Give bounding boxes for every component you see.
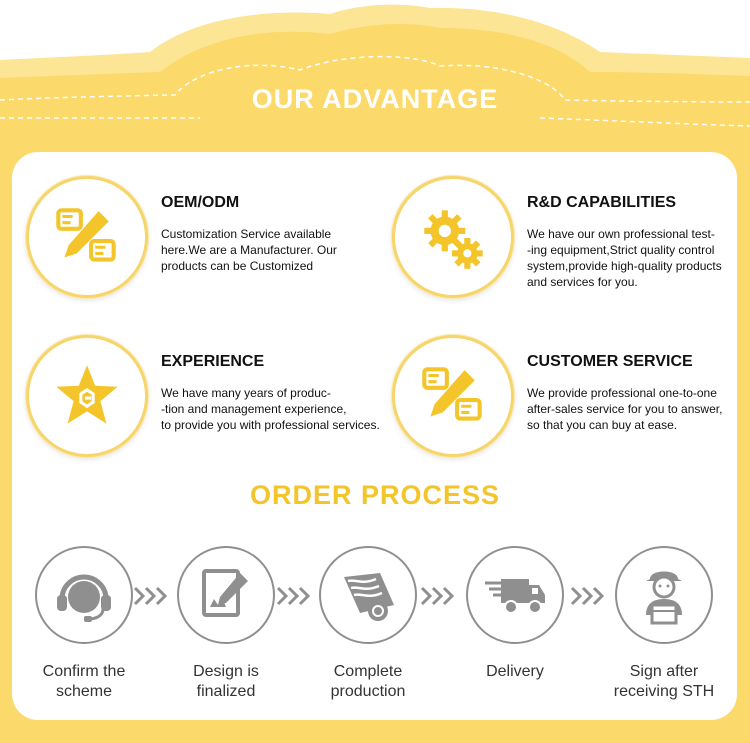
star-icon bbox=[56, 365, 118, 424]
feature-description: We have many years of produc- -tion and … bbox=[161, 386, 380, 432]
step-icon-circle bbox=[319, 546, 417, 644]
feature-rd-capabilities: R&D CAPABILITIES We have our own profess… bbox=[392, 176, 742, 306]
headset-icon bbox=[57, 574, 111, 622]
step-icon-circle bbox=[615, 546, 713, 644]
fabric-roll-icon bbox=[344, 573, 394, 621]
feature-icon-circle bbox=[392, 335, 514, 457]
truck-icon bbox=[485, 579, 545, 614]
feature-title: CUSTOMER SERVICE bbox=[527, 353, 693, 370]
step-icon-circle bbox=[35, 546, 133, 644]
chevrons-right-icon bbox=[133, 586, 168, 606]
pencil-icon bbox=[56, 208, 116, 262]
feature-title: OEM/ODM bbox=[161, 194, 240, 211]
feature-experience: EXPERIENCE We have many years of produc-… bbox=[26, 335, 380, 465]
step-delivery: Delivery bbox=[450, 546, 580, 682]
feature-icon-circle bbox=[26, 176, 148, 298]
step-icon-circle bbox=[177, 546, 275, 644]
courier-icon bbox=[646, 571, 682, 625]
chevrons-right-icon bbox=[276, 586, 311, 606]
step-label: Delivery bbox=[486, 663, 544, 680]
gears-icon bbox=[424, 210, 483, 269]
step-label: Sign after receiving STH bbox=[613, 663, 715, 700]
step-label: Confirm the scheme bbox=[42, 663, 126, 700]
chevrons-right-icon bbox=[420, 586, 455, 606]
advantage-title: OUR ADVANTAGE bbox=[251, 84, 499, 114]
feature-description: We have our own professional test- -ing … bbox=[527, 227, 722, 289]
order-process-title: ORDER PROCESS bbox=[249, 480, 501, 510]
step-label: Complete production bbox=[330, 663, 406, 700]
feature-title: R&D CAPABILITIES bbox=[527, 194, 677, 211]
pencil-icon bbox=[422, 367, 482, 421]
feature-icon-circle bbox=[392, 176, 514, 298]
step-sign-after-receiving: Sign after receiving STH bbox=[599, 546, 729, 702]
chevrons-right-icon bbox=[570, 586, 605, 606]
feature-customer-service: CUSTOMER SERVICE We provide professional… bbox=[392, 335, 742, 465]
feature-description: Customization Service available here.We … bbox=[161, 227, 337, 273]
feature-title: EXPERIENCE bbox=[161, 353, 265, 370]
design-icon bbox=[202, 569, 248, 617]
step-design-finalized: Design is finalized bbox=[161, 546, 291, 702]
feature-description: We provide professional one-to-one after… bbox=[527, 386, 723, 432]
feature-icon-circle bbox=[26, 335, 148, 457]
step-confirm-scheme: Confirm the scheme bbox=[19, 546, 149, 702]
step-icon-circle bbox=[466, 546, 564, 644]
step-label: Design is finalized bbox=[193, 663, 259, 700]
step-complete-production: Complete production bbox=[303, 546, 433, 702]
feature-oem-odm: OEM/ODM Customization Service available … bbox=[26, 176, 376, 306]
